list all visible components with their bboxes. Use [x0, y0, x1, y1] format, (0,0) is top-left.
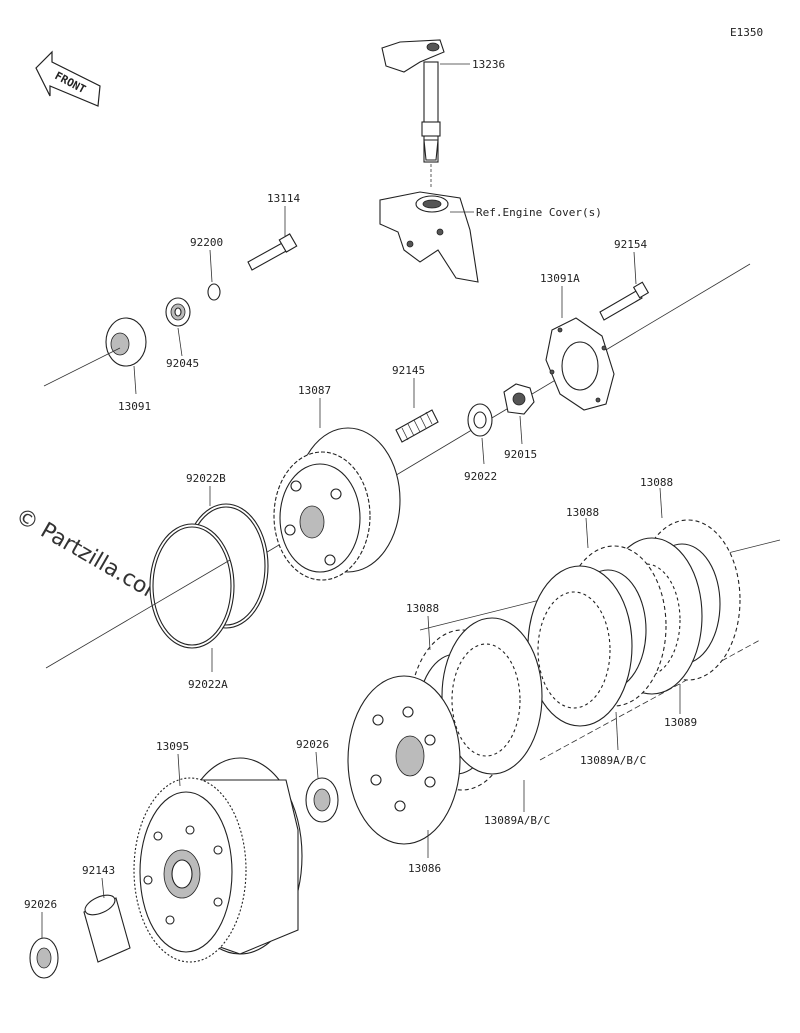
label-13089: 13089	[664, 716, 697, 729]
ring-92022A-part	[149, 523, 235, 649]
steel-plate-mid-part	[527, 565, 633, 727]
label-92200: 92200	[190, 236, 223, 249]
label-13088-mid: 13088	[566, 506, 599, 519]
label-92026-middle: 92026	[296, 738, 329, 751]
bearing-92045-part	[165, 297, 191, 327]
nut-92015-part	[503, 383, 535, 415]
label-92022B: 92022B	[186, 472, 226, 485]
washer-92026-bottom-part	[29, 937, 59, 979]
label-13091A: 13091A	[540, 272, 580, 285]
washer-92022-part	[467, 403, 493, 437]
label-13088-top: 13088	[640, 476, 673, 489]
plate-13091A-part	[545, 317, 615, 411]
label-13095: 13095	[156, 740, 189, 753]
clutch-hub-13087-part	[273, 427, 401, 581]
label-13087: 13087	[298, 384, 331, 397]
label-92022: 92022	[464, 470, 497, 483]
label-13088-left: 13088	[406, 602, 439, 615]
label-13091: 13091	[118, 400, 151, 413]
retainer-13091-part	[105, 317, 147, 367]
label-13089ABC-b: 13089A/B/C	[484, 814, 550, 827]
watermark: © Partzilla.com	[11, 504, 171, 611]
label-13086: 13086	[408, 862, 441, 875]
label-92026-bottom: 92026	[24, 898, 57, 911]
diagram-code: E1350	[730, 26, 763, 39]
washer-92200-part	[207, 283, 221, 301]
spring-92145-part	[395, 409, 439, 443]
label-92145: 92145	[392, 364, 425, 377]
release-shaft-part	[381, 39, 445, 163]
bolt-92154-part	[599, 281, 650, 321]
steel-plate-left-part	[441, 617, 543, 775]
label-92022A: 92022A	[188, 678, 228, 691]
front-arrow-icon: FRONT	[35, 50, 101, 107]
label-13236: 13236	[472, 58, 505, 71]
engine-cover-ref-part	[379, 191, 479, 283]
label-92045: 92045	[166, 357, 199, 370]
label-13114: 13114	[267, 192, 300, 205]
pressure-plate-13086-part	[347, 675, 461, 845]
label-92143: 92143	[82, 864, 115, 877]
label-13089ABC-a: 13089A/B/C	[580, 754, 646, 767]
label-92154: 92154	[614, 238, 647, 251]
washer-92026-middle-part	[305, 777, 339, 823]
ref-engine-cover-note: Ref.Engine Cover(s)	[476, 206, 602, 219]
pushrod-13114-part	[247, 233, 298, 271]
label-92015: 92015	[504, 448, 537, 461]
sleeve-92143-part	[83, 894, 131, 963]
clutch-housing-13095-part	[133, 757, 303, 963]
